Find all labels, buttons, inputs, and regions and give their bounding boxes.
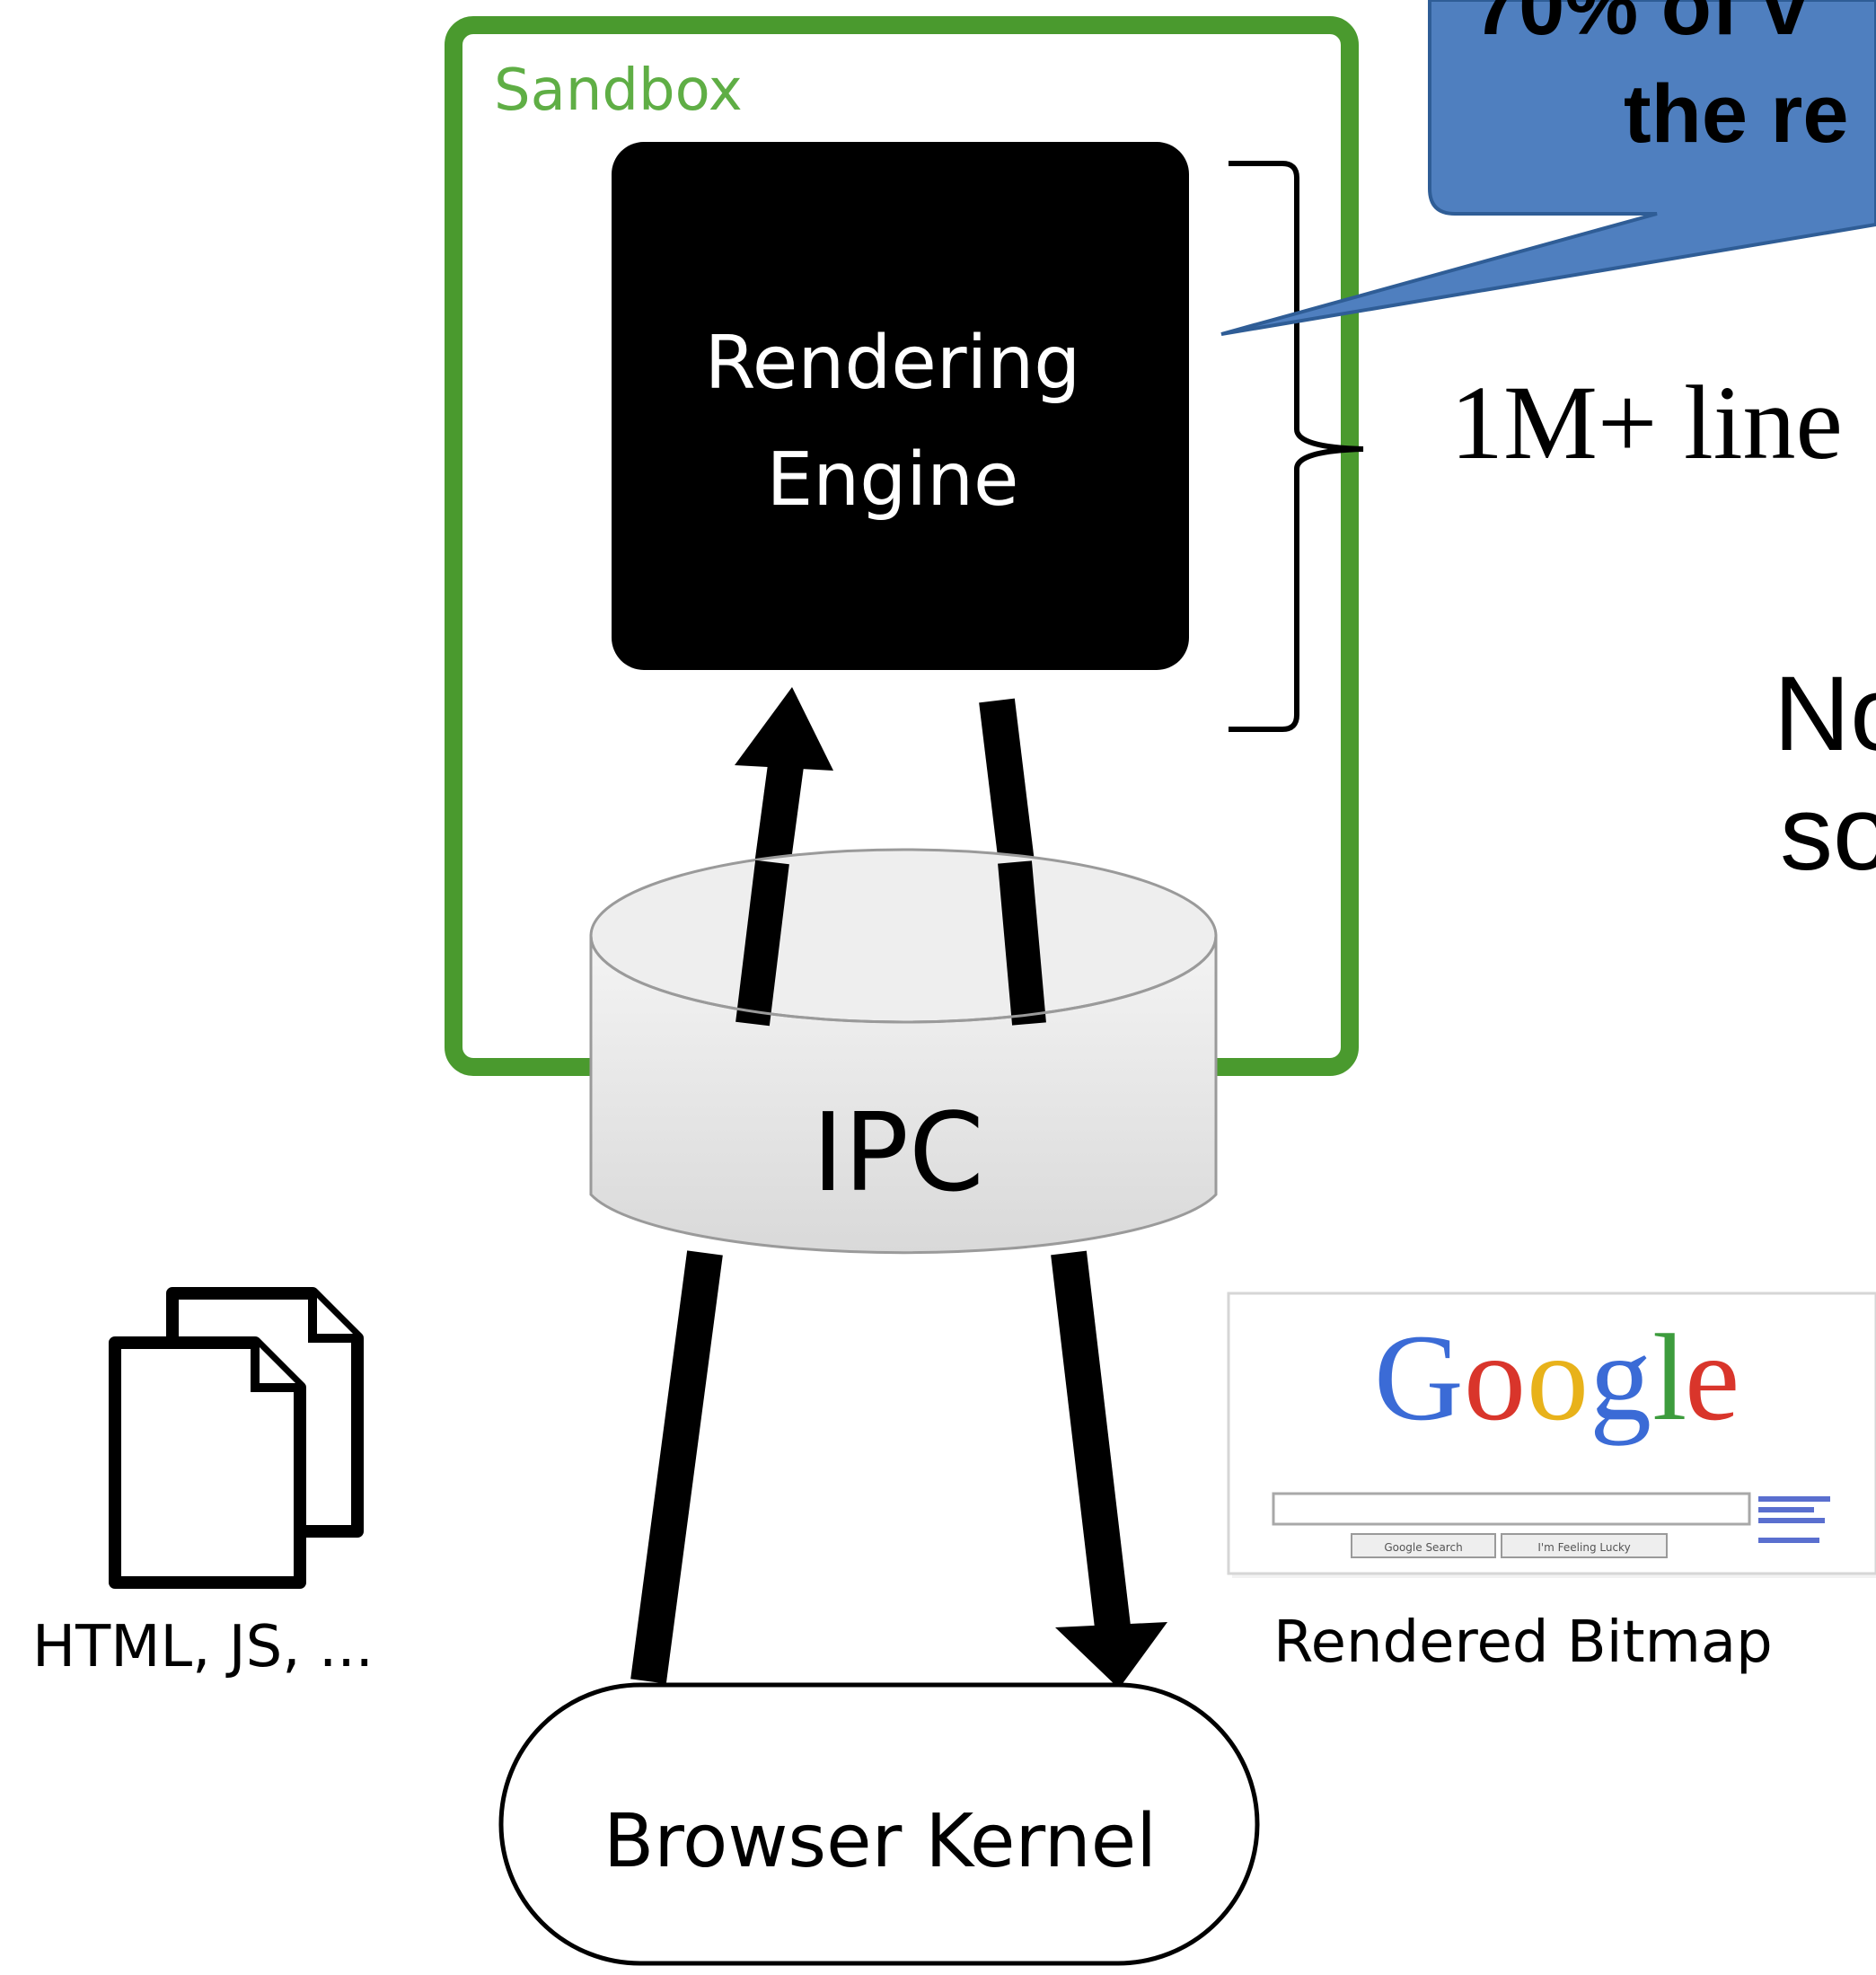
code-size-brace (1229, 161, 1364, 732)
note-line2: so (1780, 774, 1876, 893)
google-search-button (1351, 1533, 1496, 1558)
sandbox-label: Sandbox (494, 57, 743, 124)
ipc-label: IPC (812, 1091, 984, 1216)
arrow-kernel-to-ipc (630, 1250, 723, 1684)
rendering-engine-label-line2: Engine (766, 437, 1018, 523)
ipc-cylinder: IPC (589, 848, 1218, 1255)
google-letter-o1: o (1464, 1309, 1526, 1446)
browser-kernel-node: Browser Kernel (498, 1682, 1260, 1966)
rendered-bitmap-label: Rendered Bitmap (1273, 1609, 1773, 1676)
google-lucky-button (1501, 1533, 1668, 1558)
google-search-box (1272, 1492, 1751, 1526)
google-logo: G o o g l e (1374, 1309, 1739, 1446)
rendering-engine-label-line1: Rendering (705, 321, 1081, 406)
callout-line1: 70% of v (1473, 0, 1808, 52)
arrow-ipc-to-kernel (1051, 1250, 1167, 1688)
documents-label: HTML, JS, ... (32, 1614, 374, 1680)
note-line1: No (1774, 655, 1876, 773)
documents-icon (109, 1287, 364, 1589)
google-letter-e: e (1685, 1309, 1739, 1446)
google-letter-l: l (1652, 1309, 1687, 1446)
browser-kernel-label: Browser Kernel (603, 1799, 1157, 1884)
rendered-bitmap-thumbnail: G o o g l e Google Search I'm Feeling Lu… (1227, 1292, 1876, 1578)
callout-line2: the re (1624, 68, 1849, 160)
google-letter-g: G (1374, 1309, 1464, 1446)
google-letter-o2: o (1527, 1309, 1589, 1446)
code-size-text: 1M+ line (1450, 364, 1843, 481)
rendering-engine-box: Rendering Engine (612, 142, 1189, 670)
google-lucky-button-label: I'm Feeling Lucky (1537, 1541, 1630, 1554)
google-search-button-label: Google Search (1384, 1541, 1462, 1554)
google-letter-g2: g (1590, 1309, 1651, 1446)
google-side-links (1758, 1496, 1830, 1543)
callout-bubble: 70% of v the re (1220, 0, 1876, 336)
